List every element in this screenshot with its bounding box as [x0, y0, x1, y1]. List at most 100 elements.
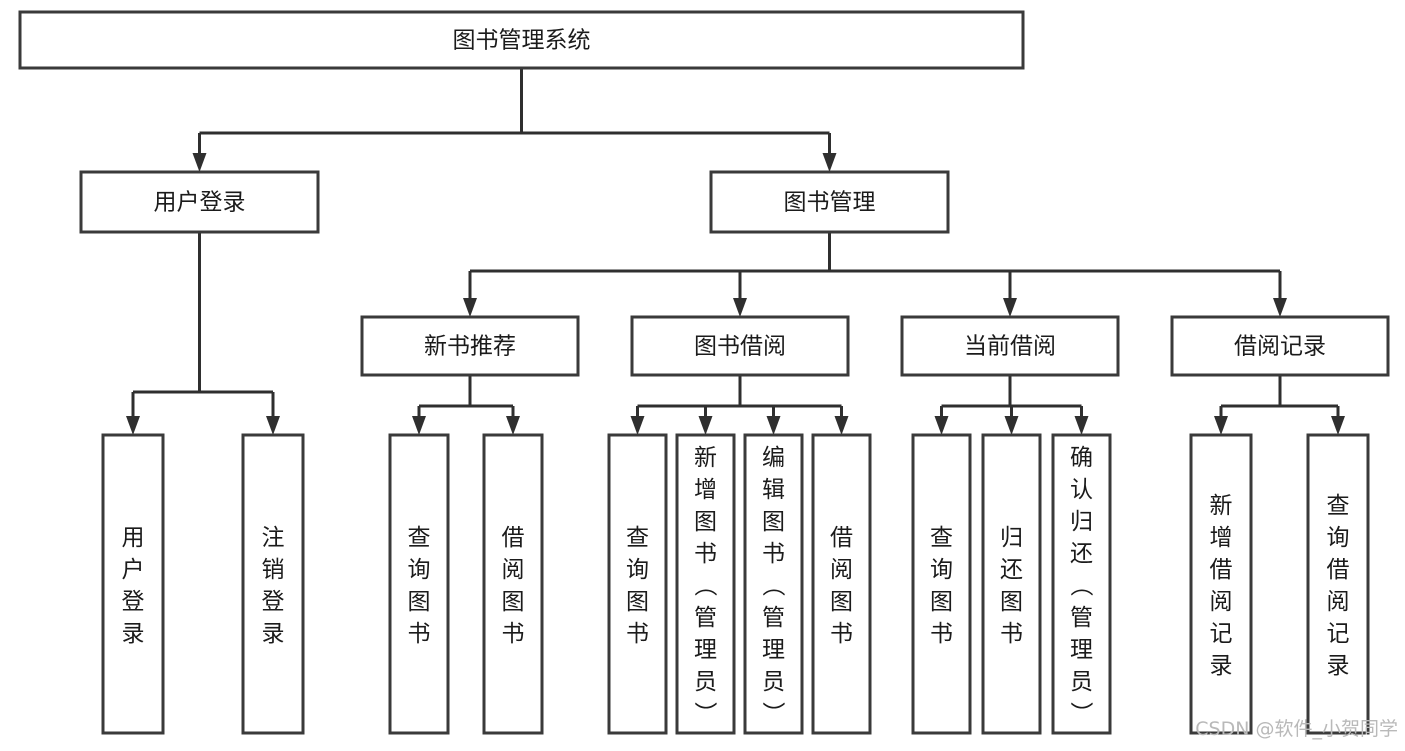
arrow-head-icon	[766, 416, 781, 435]
node-label-leaf-query-book-current-char-3: 书	[930, 621, 953, 647]
node-label-current-borrow: 当前借阅	[964, 334, 1056, 360]
arrow-head-icon	[834, 416, 849, 435]
node-label-leaf-query-book-borrow-char-2: 图	[626, 589, 649, 615]
node-label-leaf-query-borrow-record-char-4: 记	[1327, 621, 1350, 647]
node-label-leaf-logout-login-char-3: 录	[262, 621, 285, 647]
node-box-leaf-borrow-book-recommend	[482, 433, 544, 735]
node-label-leaf-confirm-return-admin-char-1: 认	[1070, 477, 1093, 503]
node-book-management[interactable]: 图书管理	[709, 170, 950, 234]
node-label-leaf-add-book-admin-char-6: 理	[694, 637, 717, 663]
arrow-head-icon	[1273, 298, 1287, 317]
node-label-leaf-borrow-book-borrow-char-2: 图	[830, 589, 853, 615]
node-label-leaf-confirm-return-admin-char-2: 归	[1070, 509, 1093, 535]
node-label-leaf-confirm-return-admin-char-5: 管	[1070, 605, 1093, 631]
node-box-current-borrow	[900, 315, 1120, 377]
node-box-new-book-recommend	[360, 315, 580, 377]
node-label-leaf-edit-book-admin-char-1: 辑	[762, 477, 785, 503]
arrow-head-icon	[412, 416, 426, 435]
node-user-login[interactable]: 用户登录	[79, 170, 320, 234]
node-borrow-record[interactable]: 借阅记录	[1170, 315, 1390, 377]
node-label-leaf-user-login-char-0: 用	[122, 525, 145, 551]
node-label-leaf-query-borrow-record-char-5: 录	[1327, 653, 1350, 679]
node-root[interactable]: 图书管理系统	[18, 10, 1025, 70]
node-label-leaf-add-borrow-record-char-4: 记	[1210, 621, 1233, 647]
node-label-leaf-borrow-book-recommend-char-2: 图	[502, 589, 525, 615]
node-label-book-borrow: 图书借阅	[694, 334, 786, 360]
node-box-leaf-user-login	[101, 433, 165, 735]
node-label-leaf-return-book-char-3: 书	[1000, 621, 1023, 647]
node-box-leaf-query-borrow-record	[1306, 433, 1370, 735]
node-current-borrow[interactable]: 当前借阅	[900, 315, 1120, 377]
arrow-head-icon	[698, 416, 713, 435]
node-box-book-borrow	[630, 315, 850, 377]
node-label-leaf-add-borrow-record-char-1: 增	[1210, 525, 1233, 551]
arrow-head-icon	[1074, 416, 1089, 435]
node-label-leaf-query-book-current-char-1: 询	[930, 557, 953, 583]
connector-book-management-to-level3	[463, 232, 1287, 317]
arrow-head-icon	[1214, 416, 1228, 435]
node-label-leaf-add-book-admin-char-8: ）	[692, 701, 718, 724]
arrow-head-icon	[463, 298, 477, 317]
node-label-leaf-return-book-char-2: 图	[1000, 589, 1023, 615]
connector-borrow-record-to-leaves	[1214, 375, 1345, 435]
node-label-leaf-query-book-recommend-char-1: 询	[408, 557, 431, 583]
csdn-watermark: CSDN @软件_小贺同学	[1195, 718, 1398, 740]
node-label-leaf-query-borrow-record-char-3: 阅	[1327, 589, 1350, 615]
arrow-head-icon	[266, 416, 280, 435]
node-label-leaf-borrow-book-borrow-char-3: 书	[830, 621, 853, 647]
node-label-leaf-logout-login-char-2: 登	[262, 589, 285, 615]
connector-book-borrow-to-leaves	[630, 375, 849, 435]
node-label-leaf-add-borrow-record-char-3: 阅	[1210, 589, 1233, 615]
node-label-leaf-borrow-book-recommend-char-1: 阅	[502, 557, 525, 583]
node-label-leaf-borrow-book-borrow-char-0: 借	[830, 525, 853, 551]
node-label-leaf-return-book-char-1: 还	[1000, 557, 1023, 583]
arrow-head-icon	[192, 153, 207, 172]
node-label-leaf-query-book-borrow-char-0: 查	[626, 525, 649, 551]
node-label-leaf-edit-book-admin-char-4: （	[760, 573, 786, 596]
node-label-leaf-confirm-return-admin-char-7: 员	[1070, 669, 1093, 695]
arrow-head-icon	[1004, 416, 1019, 435]
node-label-leaf-add-book-admin-char-5: 管	[694, 605, 717, 631]
node-label-leaf-add-book-admin-char-4: （	[692, 573, 718, 596]
node-label-leaf-query-book-borrow-char-1: 询	[626, 557, 649, 583]
node-label-leaf-add-borrow-record-char-5: 录	[1210, 653, 1233, 679]
node-box-borrow-record	[1170, 315, 1390, 377]
node-label-leaf-borrow-book-borrow-char-1: 阅	[830, 557, 853, 583]
arrow-head-icon	[126, 416, 140, 435]
connector-user-login-to-leaves	[126, 232, 280, 435]
node-label-leaf-user-login-char-1: 户	[122, 557, 145, 583]
node-label-book-management: 图书管理	[784, 190, 876, 216]
node-label-leaf-add-book-admin-char-2: 图	[694, 509, 717, 535]
node-label-leaf-query-book-recommend-char-0: 查	[408, 525, 431, 551]
node-leaf-user-login[interactable]: 用户登录	[101, 433, 165, 735]
arrow-head-icon	[934, 416, 949, 435]
node-label-leaf-add-book-admin-char-3: 书	[694, 541, 717, 567]
node-label-root: 图书管理系统	[453, 28, 591, 54]
node-book-borrow[interactable]: 图书借阅	[630, 315, 850, 377]
arrow-head-icon	[1331, 416, 1345, 435]
node-label-leaf-confirm-return-admin-char-4: （	[1068, 573, 1094, 596]
node-box-leaf-query-book-current	[911, 433, 972, 735]
node-label-leaf-query-borrow-record-char-2: 借	[1327, 557, 1350, 583]
node-box-leaf-return-book	[981, 433, 1042, 735]
node-layer: 图书管理系统用户登录图书管理新书推荐图书借阅当前借阅借阅记录用户登录注销登录查询…	[18, 10, 1390, 735]
node-label-leaf-edit-book-admin-char-0: 编	[762, 445, 785, 471]
node-label-leaf-edit-book-admin-char-8: ）	[760, 701, 786, 724]
node-label-new-book-recommend: 新书推荐	[424, 334, 516, 360]
node-label-leaf-add-book-admin-char-7: 员	[694, 669, 717, 695]
node-label-leaf-return-book-char-0: 归	[1000, 525, 1023, 551]
node-new-book-recommend[interactable]: 新书推荐	[360, 315, 580, 377]
